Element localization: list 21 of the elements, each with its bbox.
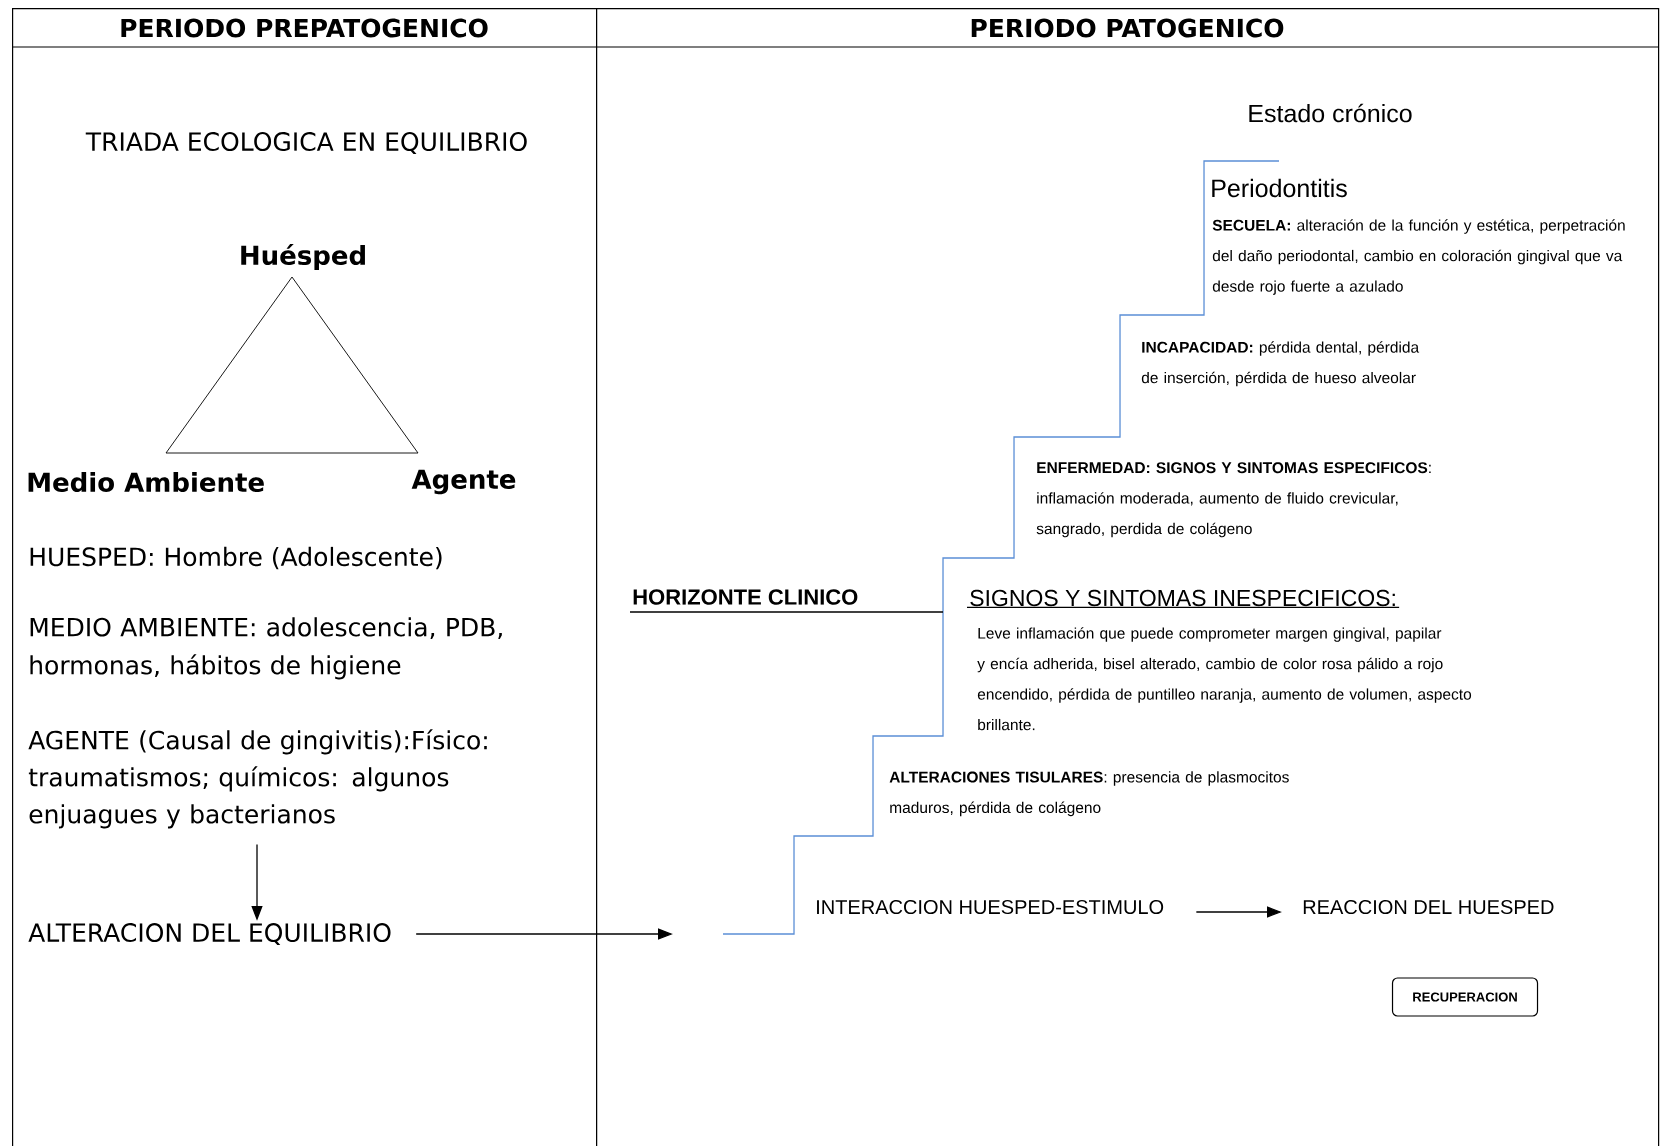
- environment-text: MEDIO AMBIENTE: adolescencia, PDB, hormonas, hábitos de higiene: [30, 617, 502, 680]
- agent-text: AGENTE (Causal de gingivitis):Físico: traumatismos; químicos: algunos enjuagues y bacterianos: [28, 729, 487, 829]
- stage-title: Estado crónico: [1249, 103, 1412, 123]
- node-label: Medio Ambiente: [28, 471, 264, 493]
- flow-text: INTERACCION HUESPED-ESTIMULO: [817, 899, 1164, 915]
- host-text: HUESPED: Hombre (Adolescente): [30, 546, 442, 570]
- triad-triangle: Huésped Medio Ambiente Agente: [28, 243, 516, 495]
- stage-text: ALTERACIONES TISULARES: presencia de plasmocitos maduros, pérdida de colágeno: [889, 771, 1289, 817]
- stage-text: SECUELA: alteración de la función y estética, perpetración del daño periodontal, cambio en coloración gingival que va desde rojo fuerte a azulado: [1212, 219, 1625, 295]
- stage-text: Leve inflamación que puede comprometer margen gingival, papilar y encía adherida, bisel alterado, cambio de color rosa pálido a rojo encendido, pérdida de puntilleo naranja, aumento de volumen, aspecto brillante.: [977, 627, 1472, 731]
- stage-title: SIGNOS Y SINTOMAS INESPECIFICOS:: [966, 589, 1400, 608]
- stage-title: Periodontitis: [1212, 178, 1347, 198]
- section-title: TRIADA ECOLOGICA EN EQUILIBRIO: [85, 132, 527, 154]
- horizon-title: HORIZONTE CLINICO: [633, 589, 858, 605]
- stage-text: INCAPACIDAD: pérdida dental, pérdida de inserción, pérdida de hueso alveolar: [1141, 341, 1420, 387]
- flow-text: ALTERACION DEL EQUILIBRIO: [28, 923, 391, 945]
- node-label: Agente: [411, 469, 516, 495]
- node-label: Huésped: [241, 243, 365, 271]
- flow-text: REACCION DEL HUESPED: [1303, 899, 1554, 915]
- recovery-box: RECUPERACION: [1391, 977, 1539, 1017]
- stage-text: ENFERMEDAD: SIGNOS Y SINTOMAS ESPECIFICOS: inflamación moderada, aumento de fluido crevicular, sangrado, perdida de colágeno: [1036, 462, 1431, 538]
